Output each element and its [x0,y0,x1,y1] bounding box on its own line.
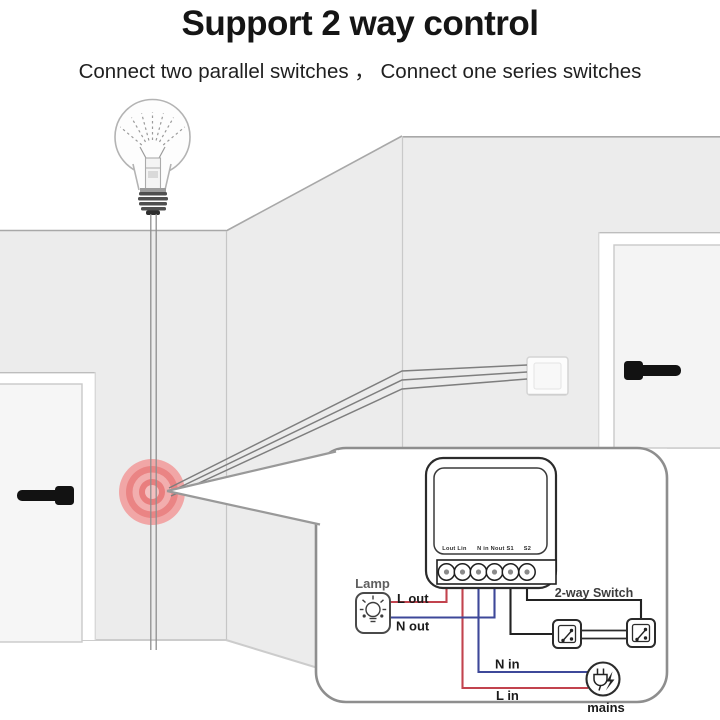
left-door [0,372,97,643]
l-out-label: L out [397,591,429,606]
plug-icon [593,668,608,691]
terminal-screws [437,563,536,581]
n-out-label: N out [396,619,430,634]
page-title: Support 2 way control [181,4,539,43]
bulb-rays [119,112,186,146]
two-way-switch-right [626,618,656,648]
wire-n-in [477,583,590,674]
lamp-bulb-icon [359,595,387,623]
highlight-ripple [119,459,185,525]
wire-n-out [390,583,496,619]
page-subtitle: Connect two parallel switches ， Connect … [78,60,642,83]
bulb-cord [150,214,157,650]
diagram-wires [390,583,643,690]
right-door-leaf [613,244,720,449]
light-bulb-icon [114,98,191,215]
lamp-box [355,592,391,634]
bulb-screw-base [138,188,168,215]
n-in-label: N in [495,657,520,672]
wiring-diagram: Lout Lin N in Nout S1 S2 [355,456,656,715]
wall-wires [168,364,528,497]
wire-l-out [390,583,448,604]
terminal-labels-right: S2 [524,546,531,552]
right-door [598,231,720,449]
wall-light-switch [526,356,569,396]
floor-line-diagonal [225,639,319,669]
smart-switch-module: Lout Lin N in Nout S1 S2 [424,456,558,590]
lightning-icon [605,671,615,691]
module-face [433,467,548,555]
switch-glyph [635,627,648,642]
left-door-leaf [0,383,83,643]
door-handle-icon [624,361,681,380]
wire-s2 [525,583,643,620]
mains-source [585,661,621,697]
two-way-switch-label: 2-way Switch [555,586,634,600]
switch-glyph [561,628,574,643]
l-in-label: L in [496,688,519,703]
callout-tail [166,450,338,526]
terminal-labels-left: Lout Lin [442,546,467,552]
lamp-label: Lamp [355,576,390,591]
traveler-wires [581,629,627,640]
wall-top-diagonal [225,135,403,232]
wire-s1 [509,583,553,636]
two-way-switch-left [552,619,582,649]
mains-label: mains [587,700,625,715]
terminal-labels-mid: N in Nout S1 [477,546,514,552]
door-handle-icon [17,486,74,505]
